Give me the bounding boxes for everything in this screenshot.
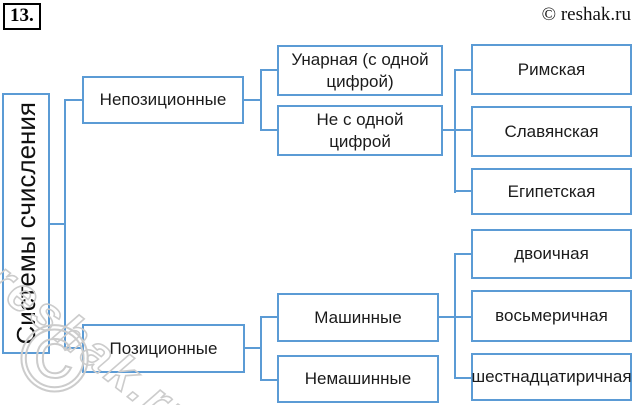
connector-to-roman: [456, 69, 471, 71]
node-label-binary: двоичная: [514, 244, 589, 264]
connector-to-hexadecimal: [456, 377, 471, 379]
connector-to-not-single-digit: [262, 129, 277, 131]
node-label-roman: Римская: [517, 59, 586, 79]
node-box-positional: Позиционные: [82, 324, 245, 373]
question-number: 13.: [10, 5, 34, 26]
node-box-not-single-digit: Не с одной цифрой: [277, 105, 443, 156]
node-label-slavic: Славянская: [504, 121, 599, 141]
connector-positional-stub: [245, 347, 262, 349]
node-label-nonpositional: Непозиционные: [99, 90, 227, 110]
connector-upper-right-trunk: [454, 69, 456, 193]
node-label-not-single-digit: Не с одной цифрой: [316, 110, 404, 151]
connector-to-positional: [66, 347, 82, 349]
node-label-positional: Позиционные: [109, 338, 218, 358]
node-label-hexadecimal: шестнадцатиричная: [471, 367, 632, 387]
connector-to-unary: [262, 69, 277, 71]
node-box-root: Системы счисления: [2, 93, 50, 354]
connector-lower-right-trunk: [454, 253, 456, 379]
connector-to-non-machine: [262, 379, 277, 381]
node-box-machine: Машинные: [277, 293, 439, 342]
connector-to-egyptian: [456, 190, 471, 192]
connector-nonpositional-trunk: [260, 69, 262, 131]
connector-nonpositional-stub: [244, 99, 262, 101]
site-credit: © reshak.ru: [541, 4, 631, 25]
connector-left-trunk: [64, 99, 66, 349]
node-box-nonpositional: Непозиционные: [82, 76, 244, 124]
node-box-roman: Римская: [471, 44, 632, 95]
connector-to-nonpositional: [66, 99, 82, 101]
connector-not-single-to-slavic: [443, 129, 471, 131]
node-label-non-machine: Немашинные: [304, 369, 412, 389]
connector-to-binary: [456, 253, 471, 255]
node-label-octal: восьмеричная: [495, 306, 608, 326]
connector-root-stub: [48, 223, 66, 225]
node-box-non-machine: Немашинные: [277, 355, 439, 403]
connector-positional-trunk: [260, 316, 262, 381]
node-label-egyptian: Египетская: [507, 181, 596, 201]
node-label-machine: Машинные: [314, 307, 402, 327]
node-box-hexadecimal: шестнадцатиричная: [471, 353, 632, 401]
node-label-root: Системы счисления: [10, 102, 41, 345]
node-box-unary: Унарная (с одной цифрой): [277, 45, 443, 96]
node-box-egyptian: Египетская: [471, 168, 632, 215]
node-box-slavic: Славянская: [471, 106, 632, 157]
node-box-binary: двоичная: [471, 229, 632, 279]
node-box-octal: восьмеричная: [471, 290, 632, 342]
node-label-unary: Унарная (с одной цифрой): [291, 50, 429, 91]
question-number-box: 13.: [3, 3, 41, 30]
connector-to-machine: [262, 316, 277, 318]
